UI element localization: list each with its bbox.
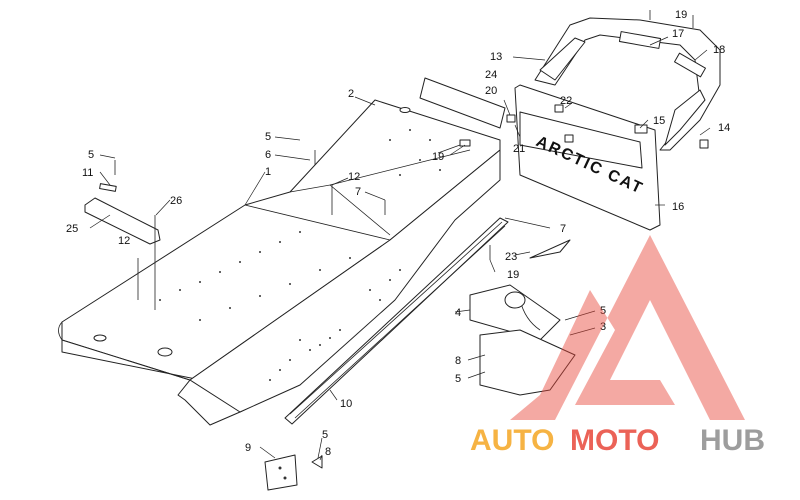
callout-10: 10 (340, 398, 352, 410)
callout-5-top: 5 (265, 131, 271, 143)
callout-3: 3 (600, 321, 606, 333)
rear-bumper (534, 17, 721, 151)
callout-21: 21 (513, 143, 525, 155)
callout-7-top: 7 (355, 186, 361, 198)
callout-5-bottom: 5 (322, 429, 328, 441)
rivet-pattern (159, 129, 441, 381)
snow-flap: ARCTIC CAT (514, 84, 661, 231)
watermark-triangle (510, 235, 745, 420)
slide-rail (284, 217, 509, 425)
callout-4: 4 (455, 307, 461, 319)
callout-16: 16 (672, 201, 684, 213)
hardware (114, 10, 709, 310)
callout-7-right: 7 (560, 223, 566, 235)
callout-labels: 2 1 5 6 5 11 25 26 12 12 7 19 24 20 21 2… (66, 9, 730, 458)
callout-19-top: 19 (675, 9, 687, 21)
callout-1: 1 (265, 166, 271, 178)
callout-13: 13 (490, 51, 502, 63)
tunnel-assembly (58, 99, 501, 426)
callout-8-bottom: 8 (325, 446, 331, 458)
callout-5-left: 5 (88, 149, 94, 161)
callout-19-mid: 19 (432, 151, 444, 163)
mud-plate (264, 454, 323, 491)
callout-17: 17 (672, 28, 684, 40)
flap-strip (419, 77, 506, 129)
callout-22: 22 (560, 95, 572, 107)
callout-12-left: 12 (118, 235, 130, 247)
callout-19-low: 19 (507, 269, 519, 281)
callout-5-right: 5 (600, 305, 606, 317)
callout-11: 11 (82, 167, 93, 179)
callout-6: 6 (265, 149, 271, 161)
callout-15: 15 (653, 115, 665, 127)
leader-lines (89, 36, 711, 461)
watermark-moto: MOTO (570, 424, 659, 457)
automotohub-watermark: AUTO MOTO HUB (470, 235, 765, 457)
callout-24: 24 (485, 69, 497, 81)
rear-guard (469, 284, 576, 396)
callout-26: 26 (170, 195, 182, 207)
callout-5-lower: 5 (455, 373, 461, 385)
callout-18: 18 (713, 44, 725, 56)
callout-8-right: 8 (455, 355, 461, 367)
watermark-auto: AUTO (470, 424, 554, 457)
callout-14: 14 (718, 122, 730, 134)
callout-25: 25 (66, 223, 78, 235)
callout-20: 20 (485, 85, 497, 97)
callout-9: 9 (245, 442, 251, 454)
callout-23: 23 (505, 251, 517, 263)
watermark-hub: HUB (700, 424, 765, 457)
callout-12-mid: 12 (348, 171, 360, 183)
hitch-bracket (84, 183, 161, 245)
callout-2: 2 (348, 88, 354, 100)
